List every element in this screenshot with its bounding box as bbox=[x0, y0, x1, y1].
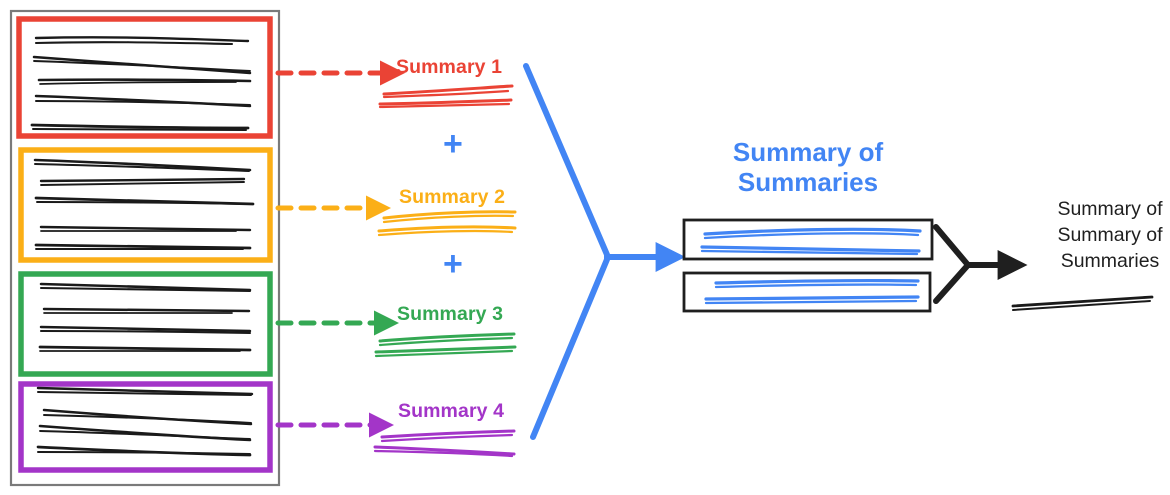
final-output-title: Summary of Summary of Summaries bbox=[1057, 198, 1163, 272]
summary-label-3[interactable]: Summary 3 bbox=[397, 303, 504, 325]
black-merge-path bbox=[933, 224, 971, 304]
chunk-4-text-lines bbox=[36, 386, 254, 457]
chunk-2-text-lines bbox=[33, 158, 255, 250]
summary-2-scribble bbox=[377, 210, 517, 237]
chunk-box-4[interactable] bbox=[18, 381, 273, 473]
source-document-outer-box bbox=[9, 9, 281, 487]
sos-box-2[interactable] bbox=[682, 271, 932, 313]
summary-4-scribble bbox=[373, 429, 516, 458]
chunk-box-2[interactable] bbox=[18, 147, 273, 263]
plus-operator-1: + bbox=[443, 125, 463, 163]
plus-operator-2: + bbox=[443, 245, 463, 283]
summary-label-4[interactable]: Summary 4 bbox=[398, 400, 505, 422]
summary-3-scribble bbox=[374, 332, 517, 358]
final-output-scribble bbox=[1011, 295, 1154, 311]
chunk-box-3[interactable] bbox=[18, 271, 273, 377]
summary-label-1[interactable]: Summary 1 bbox=[396, 56, 503, 78]
blue-merge-path bbox=[523, 63, 611, 440]
chunk-1-text-lines bbox=[30, 36, 252, 131]
chunk-3-text-lines bbox=[38, 282, 252, 352]
summary-1-scribble bbox=[378, 84, 514, 109]
sos-box-1[interactable] bbox=[682, 218, 934, 261]
sos-box-1-scribble bbox=[700, 227, 922, 256]
summary-of-summaries-title: Summary of Summaries bbox=[732, 137, 884, 197]
summary-label-2[interactable]: Summary 2 bbox=[399, 186, 506, 208]
chunk-box-1[interactable] bbox=[16, 16, 273, 139]
sos-box-2-scribble bbox=[704, 279, 920, 305]
